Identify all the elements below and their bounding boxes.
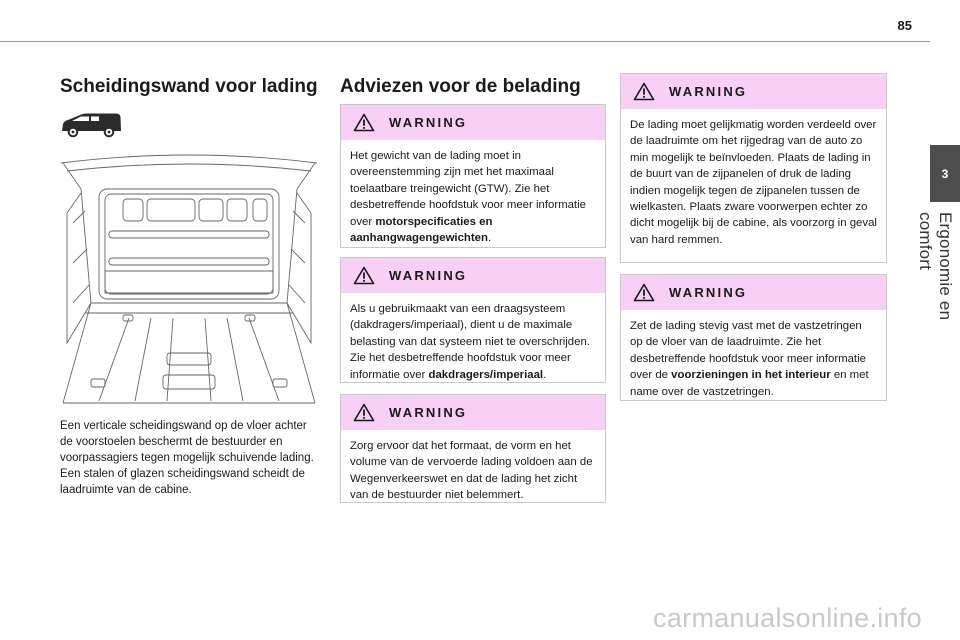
header-rule xyxy=(0,41,930,42)
warning-text: De lading moet gelijkmatig worden verdee… xyxy=(630,119,877,246)
warning-label: WARNING xyxy=(669,285,748,300)
warning-label: WARNING xyxy=(389,405,468,420)
warning-box: WARNING Zet de lading stevig vast met de… xyxy=(620,274,887,401)
warning-header: WARNING xyxy=(621,275,886,310)
warning-text: Het gewicht van de lading moet in overee… xyxy=(350,150,586,245)
warning-text: Zorg ervoor dat het formaat, de vorm en … xyxy=(350,440,593,502)
warning-box: WARNING Zorg ervoor dat het formaat, de … xyxy=(340,394,606,503)
warning-text: Zet de lading stevig vast met de vastzet… xyxy=(630,320,869,398)
warning-box: WARNING De lading moet gelijkmatig worde… xyxy=(620,73,887,263)
warning-header: WARNING xyxy=(341,105,605,140)
section-title-loading-advice: Adviezen voor de belading xyxy=(340,76,581,97)
warning-box: WARNING Als u gebruikmaakt van een draag… xyxy=(340,257,606,383)
warning-triangle-icon xyxy=(353,113,375,132)
van-icon xyxy=(62,113,121,138)
warning-triangle-icon xyxy=(353,266,375,285)
warning-triangle-icon xyxy=(353,403,375,422)
warning-header: WARNING xyxy=(621,74,886,109)
chapter-tab[interactable]: 3 xyxy=(930,145,960,202)
footer-watermark: carmanualsonline.info xyxy=(653,603,922,633)
warning-header: WARNING xyxy=(341,395,605,430)
cargo-partition-description: Een verticale scheidingswand op de vloer… xyxy=(60,420,314,496)
warning-text: Als u gebruikmaakt van een draagsysteem … xyxy=(350,303,590,381)
page-number: 85 xyxy=(897,18,912,33)
warning-label: WARNING xyxy=(389,115,468,130)
chapter-title: Ergonomie en comfort xyxy=(916,212,955,321)
cargo-area-illustration xyxy=(60,154,318,404)
warning-label: WARNING xyxy=(389,268,468,283)
warning-label: WARNING xyxy=(669,84,748,99)
warning-box: WARNING Het gewicht van de lading moet i… xyxy=(340,104,606,248)
warning-header: WARNING xyxy=(341,258,605,293)
warning-triangle-icon xyxy=(633,283,655,302)
warning-triangle-icon xyxy=(633,82,655,101)
section-title-cargo-partition: Scheidingswand voor lading xyxy=(60,76,318,97)
